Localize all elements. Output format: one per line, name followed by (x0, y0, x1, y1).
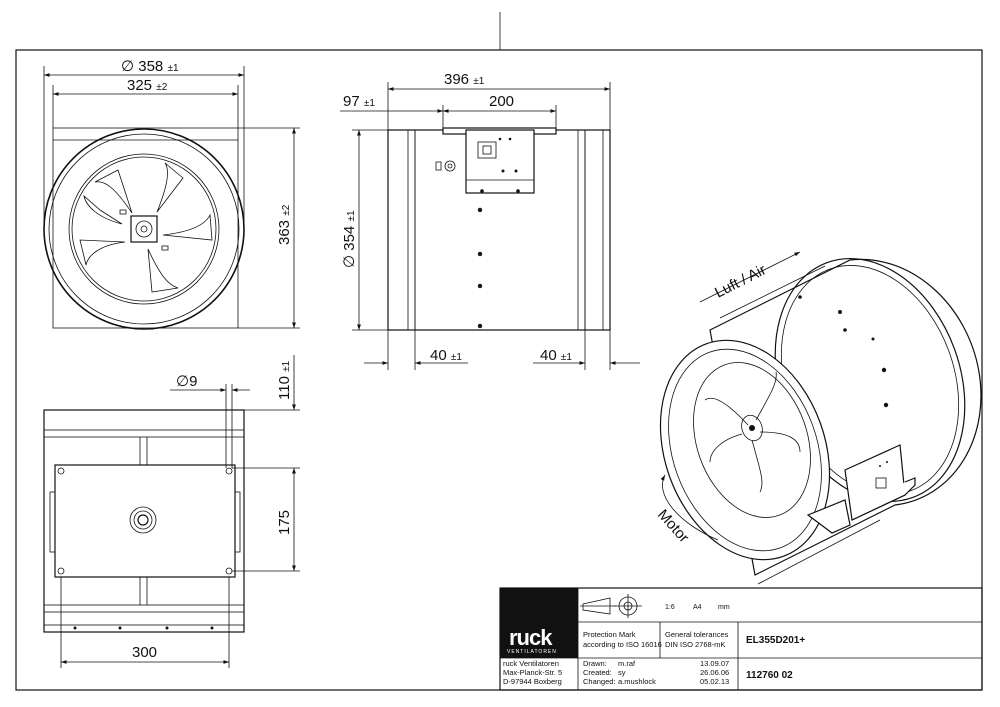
created-label: Created: (583, 668, 612, 677)
unit: mm (718, 604, 730, 611)
dim-height-175: 175 (276, 510, 293, 535)
top-view-dimensions (60, 355, 300, 668)
brand-subtitle: VENTILATOREN (507, 649, 557, 655)
drawn-label: Drawn: (583, 659, 607, 668)
protection-mark-line2: according to ISO 16016 (583, 640, 662, 649)
drawing-frame (15, 49, 983, 691)
front-view-dimensions (43, 66, 300, 329)
tolerances-line2: DIN ISO 2768-mK (665, 640, 725, 649)
top-view (43, 409, 245, 633)
front-view (43, 127, 245, 330)
dim-diameter-358: ∅ 358 ±1 (121, 58, 179, 75)
scale-b: A4 (693, 604, 702, 611)
created-by: sy (618, 668, 626, 677)
protection-mark-line1: Protection Mark (583, 630, 636, 639)
dim-hole-9: ∅9 (176, 373, 197, 390)
company-line2: Max-Planck-Str. 5 (503, 668, 562, 677)
dim-height-363: 363 ±2 (276, 204, 293, 245)
title-block (499, 587, 983, 691)
isometric-view (659, 251, 982, 585)
company-line1: ruck Ventilatoren (503, 659, 559, 668)
tolerances-line1: General tolerances (665, 630, 729, 639)
changed-date: 05.02.13 (700, 677, 729, 686)
dim-flange-left-40: 40 ±1 (430, 347, 462, 364)
label-airflow: Luft / Air (712, 261, 769, 301)
dim-diameter-354: ∅ 354 ±1 (341, 210, 358, 268)
side-view-dimensions (340, 82, 640, 370)
label-motor: Motor (654, 506, 692, 546)
dim-height-110: 110 ±1 (276, 360, 293, 400)
drawing-number: 112760 02 (746, 670, 793, 681)
created-date: 26.06.06 (700, 668, 729, 677)
drawn-date: 13.09.07 (700, 659, 729, 668)
drawn-by: m.raf (618, 659, 636, 668)
dim-box-200: 200 (489, 93, 514, 110)
scale-a: 1:6 (665, 604, 675, 611)
dim-offset-97: 97 ±1 (343, 93, 375, 110)
dim-width-325: 325 ±2 (127, 77, 168, 94)
dim-width-300: 300 (132, 644, 157, 661)
brand-logo: ruck (509, 625, 553, 650)
changed-by: a.mushlock (618, 677, 656, 686)
dim-length-396: 396 ±1 (444, 71, 485, 88)
product-code: EL355D201+ (746, 635, 805, 646)
side-view (387, 127, 611, 331)
changed-label: Changed: (583, 677, 616, 686)
dim-flange-right-40: 40 ±1 (540, 347, 572, 364)
company-line3: D-97944 Boxberg (503, 677, 562, 686)
